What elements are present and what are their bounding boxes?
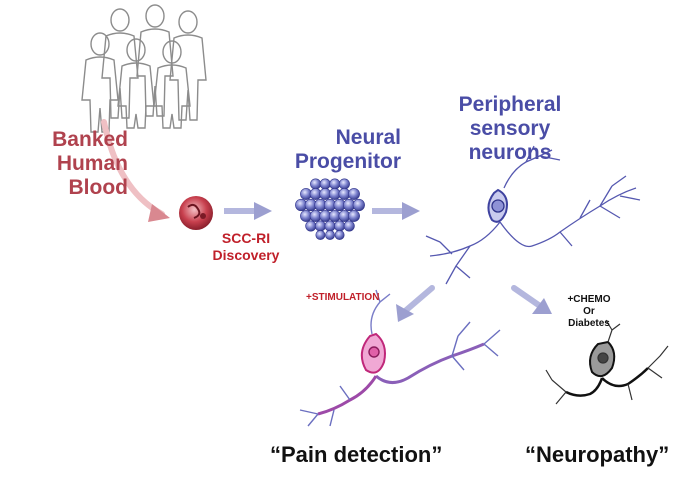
people-silhouettes-icon [81,4,207,133]
progenitor-cell [334,220,346,232]
neuropathy-label: “Neuropathy” [525,442,670,467]
blood-cell-icon [179,196,213,230]
pain-neuron-icon [299,289,501,427]
sensory-line: sensory [469,117,551,140]
progenitor-cell [324,220,336,232]
neural-line: Neural [335,126,401,149]
progenitor-line: Progenitor [294,150,401,173]
peripheral-sensory-neurons-label: Peripheral sensory neurons [440,93,580,165]
neuropathy-neuron-icon [545,319,669,405]
banked-line: Banked [52,128,128,151]
progenitor-cell [310,178,322,190]
stimulation-label: +STIMULATION [306,292,380,303]
progenitor-cell [314,220,326,232]
chemo-line: +CHEMO [567,294,611,305]
progenitor-cell [348,188,360,200]
progenitor-cell [348,210,360,222]
neuron-to-pain-arrow [396,285,435,322]
progenitor-cell [305,220,317,232]
progenitor-cell [352,198,365,212]
progenitor-cell [315,230,326,240]
peripheral-neuron-icon [425,145,641,285]
neural-progenitor-label: Neural Progenitor [251,126,401,174]
banked-human-blood-label: Banked Human Blood [0,128,128,200]
scc-ri-discovery-label: SCC-RI Discovery [198,230,294,264]
pain-detection-label: “Pain detection” [270,442,443,467]
chemo-diabetes-label: +CHEMO Or Diabetes [558,294,620,330]
blood-line: Blood [68,176,128,199]
neural-progenitor-cluster-icon [295,178,365,240]
neuron-to-neuropathy-arrow [511,285,552,314]
progenitor-cell [343,220,355,232]
progenitor-cell [319,178,331,190]
blood-to-cell-arrow [101,119,170,222]
diabetes-line: Diabetes [568,318,610,329]
progenitor-cell [334,230,345,240]
scc-ri-line: SCC-RI [221,230,271,246]
progenitor-cell [338,178,350,190]
peripheral-line: Peripheral [458,93,562,116]
progenitor-cell [325,230,335,240]
cell-to-progenitor-arrow [224,202,272,220]
neurons-line: neurons [468,141,552,164]
progenitor-cell [329,178,341,190]
discovery-line: Discovery [212,247,280,263]
or-line: Or [583,306,595,317]
human-line: Human [56,152,128,175]
progenitor-to-neuron-arrow [372,202,420,220]
